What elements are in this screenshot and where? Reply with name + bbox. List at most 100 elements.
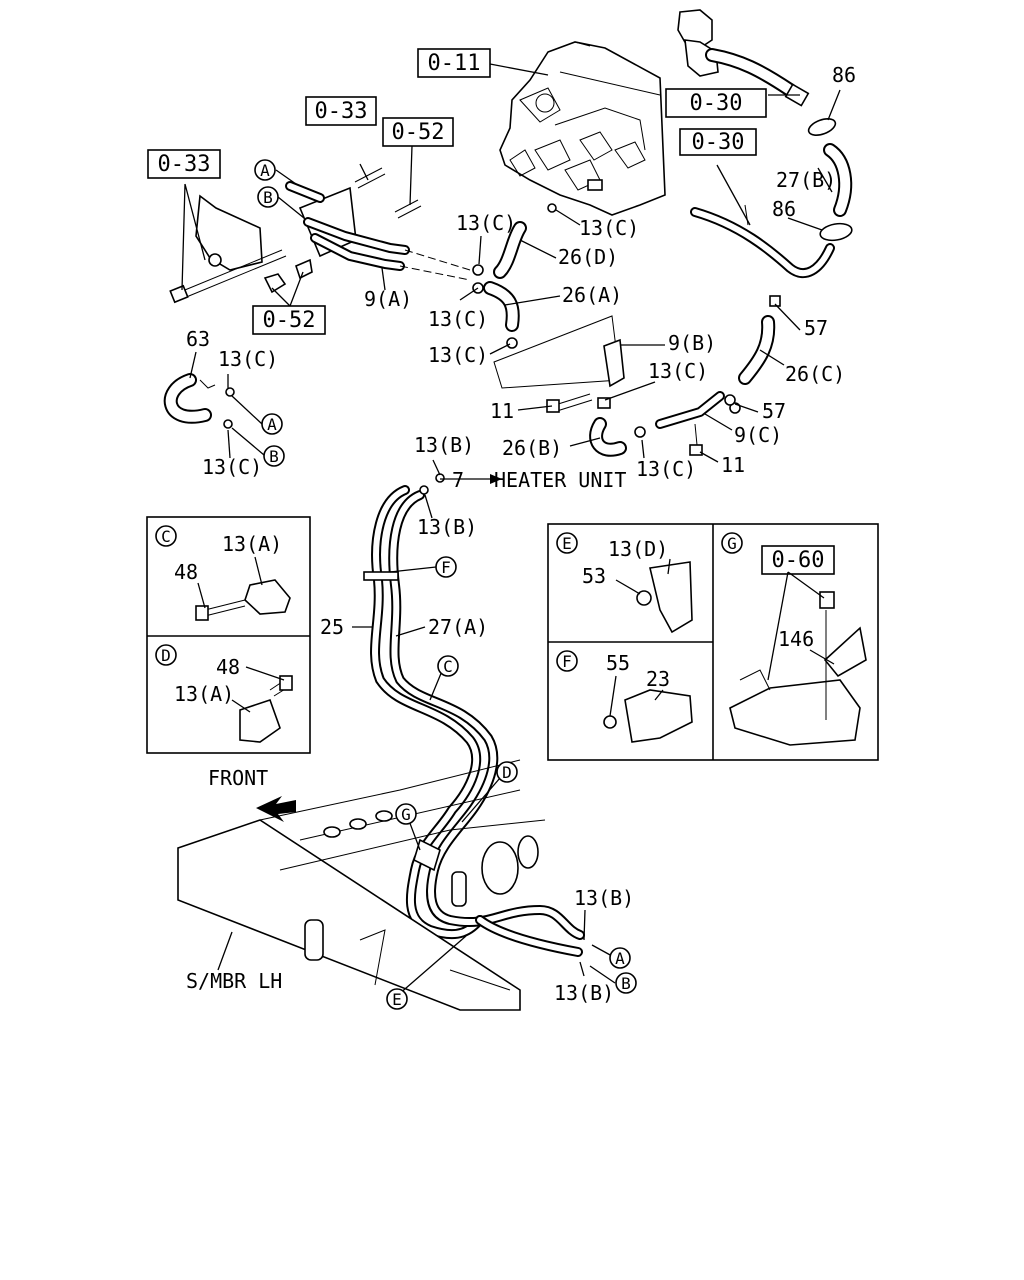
svg-text:0-11: 0-11 (428, 51, 481, 76)
label-9c: 9(C) (734, 423, 782, 447)
label-smbr-lh: S/MBR LH (186, 969, 282, 993)
svg-text:G: G (727, 534, 737, 553)
svg-text:B: B (269, 447, 279, 466)
detail-G-146: 146 (778, 627, 814, 651)
part-labels: 86 27(B) 86 57 26(C) 57 9(C) 11 13(C) 13… (186, 63, 856, 1005)
svg-text:C: C (161, 527, 171, 546)
upper-right-hose-assembly (677, 9, 853, 414)
detail-box-E-F-G (547, 523, 879, 761)
detail-C-labels: C (155, 525, 177, 547)
detail-D-labels: D (155, 644, 177, 666)
callout-B-63: B (263, 445, 285, 467)
leader-lines (181, 63, 841, 996)
label-26b: 26(B) (502, 436, 562, 460)
detail-E-13d: 13(D) (608, 537, 668, 561)
label-13b-top2: 13(B) (417, 515, 477, 539)
label-13c-top: 13(C) (456, 211, 516, 235)
label-13c-63b: 13(C) (202, 455, 262, 479)
ref-box-0-11[interactable]: 0-11 (417, 48, 491, 78)
label-57-bottom: 57 (762, 399, 786, 423)
detail-E-labels: E (556, 532, 578, 554)
label-57-top: 57 (804, 316, 828, 340)
label-front: FRONT (208, 766, 268, 790)
svg-text:G: G (401, 805, 411, 824)
svg-text:0-30: 0-30 (692, 130, 745, 155)
callout-F: F (435, 556, 457, 578)
label-86-bottom: 86 (772, 197, 796, 221)
upper-left-bracket-assembly (169, 167, 471, 304)
callout-B-top: B (257, 186, 279, 208)
label-26a: 26(A) (562, 283, 622, 307)
label-heater-unit: HEATER UNIT (494, 468, 626, 492)
label-9b: 9(B) (668, 331, 716, 355)
detail-F-labels: F (556, 650, 578, 672)
hose-63 (163, 373, 235, 429)
detail-box-C-D (146, 516, 311, 754)
ref-box-0-33-b[interactable]: 0-33 (147, 149, 221, 179)
main-heater-hoses (363, 473, 585, 957)
detail-D-48: 48 (216, 655, 240, 679)
callout-A-top: A (254, 159, 276, 181)
callout-A-bottom: A (609, 947, 631, 969)
svg-text:A: A (260, 161, 270, 180)
detail-D-13a: 13(A) (174, 682, 234, 706)
svg-text:A: A (267, 415, 277, 434)
label-13c-right: 13(C) (579, 216, 639, 240)
svg-text:0-30: 0-30 (690, 91, 743, 116)
svg-text:F: F (441, 558, 451, 577)
ref-box-0-52-b[interactable]: 0-52 (252, 305, 326, 335)
svg-text:0-52: 0-52 (392, 120, 445, 145)
callout-A-63: A (261, 413, 283, 435)
ref-box-0-30-mid[interactable]: 0-30 (679, 128, 757, 156)
label-13b-right1: 13(B) (574, 886, 634, 910)
label-26d: 26(D) (558, 245, 618, 269)
svg-text:A: A (615, 949, 625, 968)
detail-F-23: 23 (646, 667, 670, 691)
label-13c-63a: 13(C) (218, 347, 278, 371)
label-11-left: 11 (490, 399, 514, 423)
label-11-right: 11 (721, 453, 745, 477)
ref-box-0-52-a[interactable]: 0-52 (382, 117, 454, 147)
label-9a: 9(A) (364, 287, 412, 311)
svg-text:B: B (621, 974, 631, 993)
detail-F-55: 55 (606, 651, 630, 675)
svg-text:0-60: 0-60 (772, 548, 825, 573)
ref-box-0-60[interactable]: 0-60 (761, 545, 835, 575)
svg-text:E: E (562, 534, 572, 553)
label-13c-b: 13(C) (648, 359, 708, 383)
svg-text:E: E (392, 990, 402, 1009)
svg-text:D: D (502, 763, 512, 782)
svg-text:C: C (443, 657, 453, 676)
detail-E-53: 53 (582, 564, 606, 588)
middle-fitting-cluster (493, 315, 736, 457)
label-13b-right2: 13(B) (554, 981, 614, 1005)
callout-C: C (437, 655, 459, 677)
label-27a: 27(A) (428, 615, 488, 639)
label-13c-bb: 13(C) (636, 457, 696, 481)
label-13c-mid: 13(C) (428, 307, 488, 331)
label-86-top: 86 (832, 63, 856, 87)
detail-C-13a: 13(A) (222, 532, 282, 556)
short-hoses-26 (472, 203, 557, 349)
label-27b: 27(B) (776, 168, 836, 192)
callout-B-bottom: B (615, 972, 637, 994)
svg-text:D: D (161, 646, 171, 665)
label-13b-top: 13(B) (414, 433, 474, 457)
label-26c: 26(C) (785, 362, 845, 386)
label-7: 7 (452, 468, 464, 492)
svg-text:0-33: 0-33 (158, 152, 211, 177)
svg-text:0-52: 0-52 (263, 308, 316, 333)
detail-G-labels: G (721, 532, 743, 554)
callout-D: D (496, 761, 518, 783)
svg-text:0-33: 0-33 (315, 99, 368, 124)
ref-box-0-33-a[interactable]: 0-33 (305, 96, 377, 126)
callout-E: E (386, 988, 408, 1010)
label-25: 25 (320, 615, 344, 639)
svg-text:B: B (263, 188, 273, 207)
label-63: 63 (186, 327, 210, 351)
label-13c-left: 13(C) (428, 343, 488, 367)
ref-box-0-30-top[interactable]: 0-30 (665, 88, 767, 118)
callout-G: G (395, 803, 417, 825)
svg-text:F: F (562, 652, 572, 671)
